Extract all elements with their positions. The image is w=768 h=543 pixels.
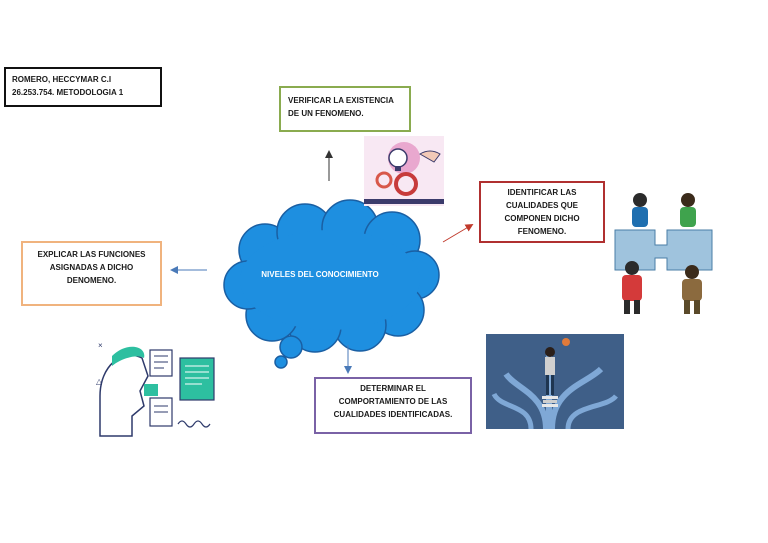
arrow-to-identify xyxy=(442,223,474,243)
author-name: ROMERO, HECCYMAR C.I xyxy=(12,75,112,84)
knowledge-cloud xyxy=(223,199,440,369)
node-identify: IDENTIFICAR LAS CUALIDADES QUE COMPONEN … xyxy=(479,181,605,243)
puzzle-people-illustration xyxy=(614,193,713,314)
author-id-course: 26.253.754. METODOLOGIA 1 xyxy=(12,88,124,97)
svg-text:×: × xyxy=(98,341,103,350)
central-topic-label: NIVELES DEL CONOCIMIENTO xyxy=(261,270,379,279)
paths-person-illustration xyxy=(486,334,624,430)
lightbulb-gears-illustration xyxy=(364,136,444,206)
author-box: ROMERO, HECCYMAR C.I 26.253.754. METODOL… xyxy=(4,67,162,107)
node-determine: DETERMINAR EL COMPORTAMIENTO DE LAS CUAL… xyxy=(314,377,472,434)
node-explain: EXPLICAR LAS FUNCIONES ASIGNADAS A DICHO… xyxy=(21,241,162,306)
thinking-head-illustration: × △ xyxy=(96,341,215,437)
svg-text:△: △ xyxy=(96,377,103,386)
node-verify: VERIFICAR LA EXISTENCIA DE UN FENOMENO. xyxy=(279,86,411,132)
